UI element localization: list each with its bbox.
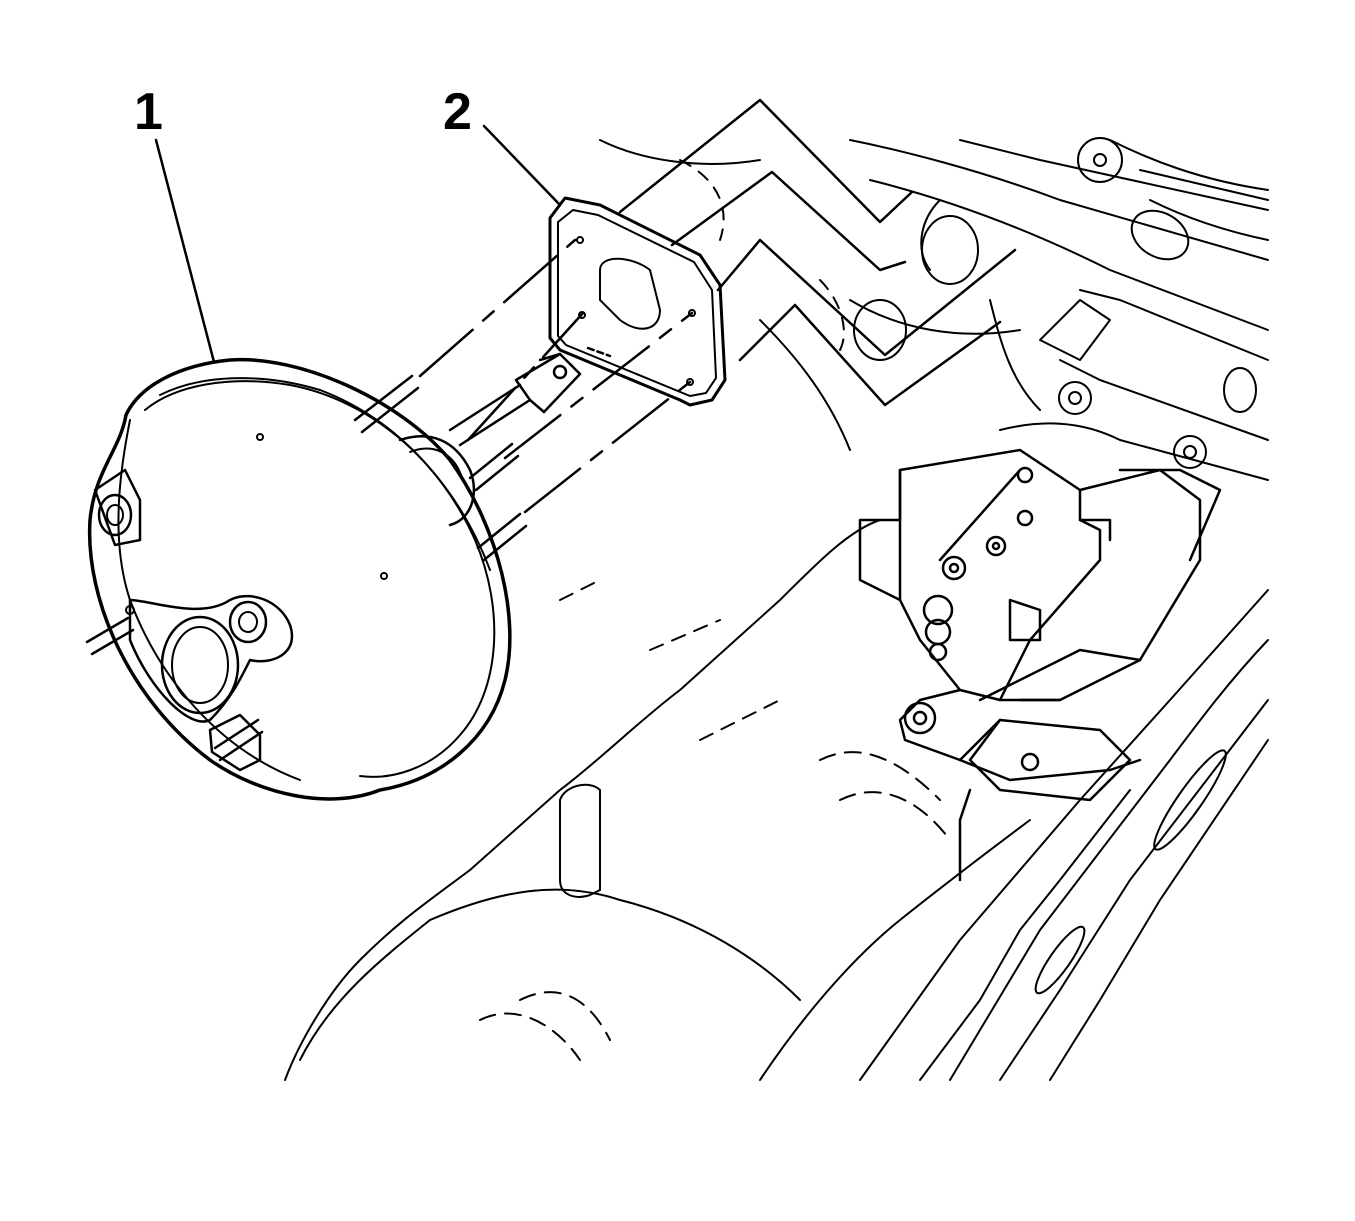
vehicle-body-structure	[284, 137, 1269, 1081]
callout-leader-lines	[154, 124, 562, 364]
callout-2-label: 2	[443, 83, 472, 141]
brake-booster	[87, 357, 512, 801]
gasket-seal	[548, 196, 727, 407]
firewall-mounting-outline	[618, 98, 1017, 407]
pushrod-assembly	[448, 346, 612, 447]
alignment-lines	[418, 238, 694, 514]
callout-1-label: 1	[134, 83, 163, 141]
abs-modulator-assembly	[858, 448, 1222, 882]
